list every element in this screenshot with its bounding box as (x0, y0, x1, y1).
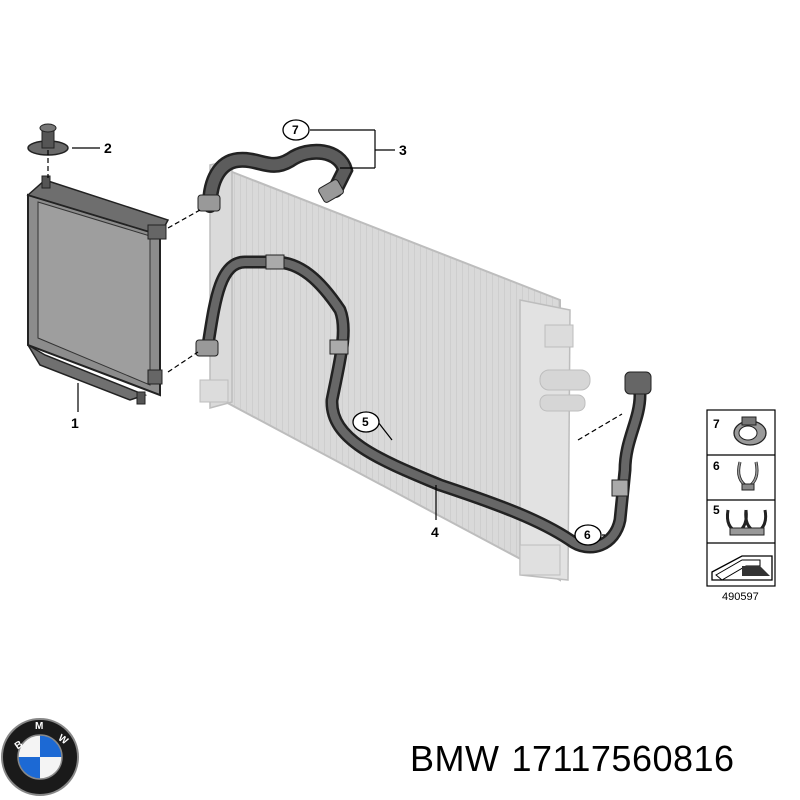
legend-label-5: 5 (713, 503, 720, 517)
callout-2: 2 (104, 140, 112, 156)
hose-clamp-icon (733, 416, 767, 446)
part-number: 17117560816 (511, 738, 735, 779)
clip-icon (737, 461, 759, 491)
grommet (27, 123, 69, 156)
svg-text:6: 6 (584, 528, 591, 542)
bmw-logo: B M W (1, 718, 79, 796)
svg-text:7: 7 (292, 123, 299, 137)
circled-callout-5: 5 (352, 411, 380, 433)
parts-legend: 7 6 5 (706, 409, 776, 587)
assembly-lines (47, 150, 623, 441)
svg-text:5: 5 (362, 415, 369, 429)
callout-3: 3 (399, 142, 407, 158)
legend-label-7: 7 (713, 417, 720, 431)
lower-hose (195, 254, 652, 554)
leader-lines (72, 129, 605, 536)
svg-text:M: M (35, 721, 43, 732)
legend-label-6: 6 (713, 459, 720, 473)
callout-1: 1 (71, 415, 79, 431)
part-caption: BMW 17117560816 (410, 738, 747, 780)
circled-callout-6: 6 (574, 524, 602, 546)
auxiliary-radiator (26, 175, 170, 405)
bracket-arrow-icon (711, 555, 773, 581)
reference-number: 490597 (722, 591, 759, 603)
double-clip-icon (726, 509, 768, 536)
callout-4: 4 (431, 524, 439, 540)
upper-hose (197, 143, 354, 213)
brand-name: BMW (410, 738, 500, 779)
circled-callout-7: 7 (282, 119, 310, 141)
